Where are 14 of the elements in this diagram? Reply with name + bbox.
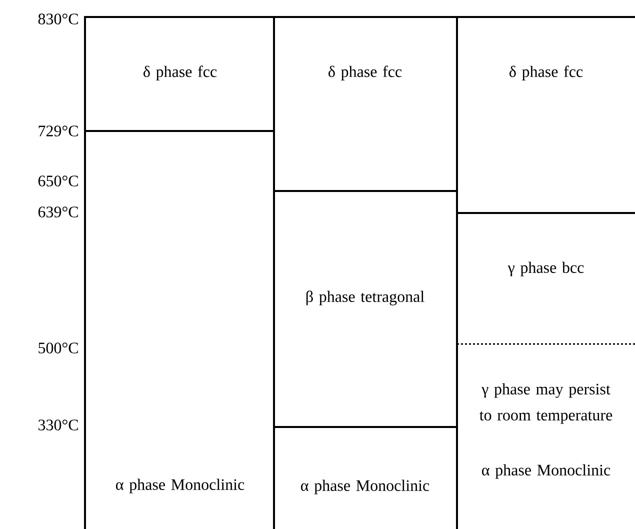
- phase-region: δ phase fcc: [144, 66, 217, 80]
- temperature-label: 330°C: [38, 420, 78, 430]
- phase-region: α phase Monoclinic: [301, 480, 430, 494]
- phase-region: α phase Monoclinic: [116, 478, 244, 494]
- phase-region: β phase tetragonal: [306, 290, 424, 306]
- phase-region: γ phase bcc: [508, 262, 584, 276]
- temperature-label: 500°C: [38, 342, 78, 354]
- temperature-label: 729°C: [38, 126, 78, 136]
- phase-region: δ phase fcc: [510, 66, 583, 80]
- temperature-label: 830°C: [38, 14, 78, 24]
- temperature-label: 650°C: [38, 176, 78, 186]
- phase-region: γ phase may persist to room temperature α phase Monoclinic: [480, 383, 612, 479]
- phase-region: δ phase fcc: [328, 66, 402, 80]
- temperature-label: 639°C: [38, 206, 78, 218]
